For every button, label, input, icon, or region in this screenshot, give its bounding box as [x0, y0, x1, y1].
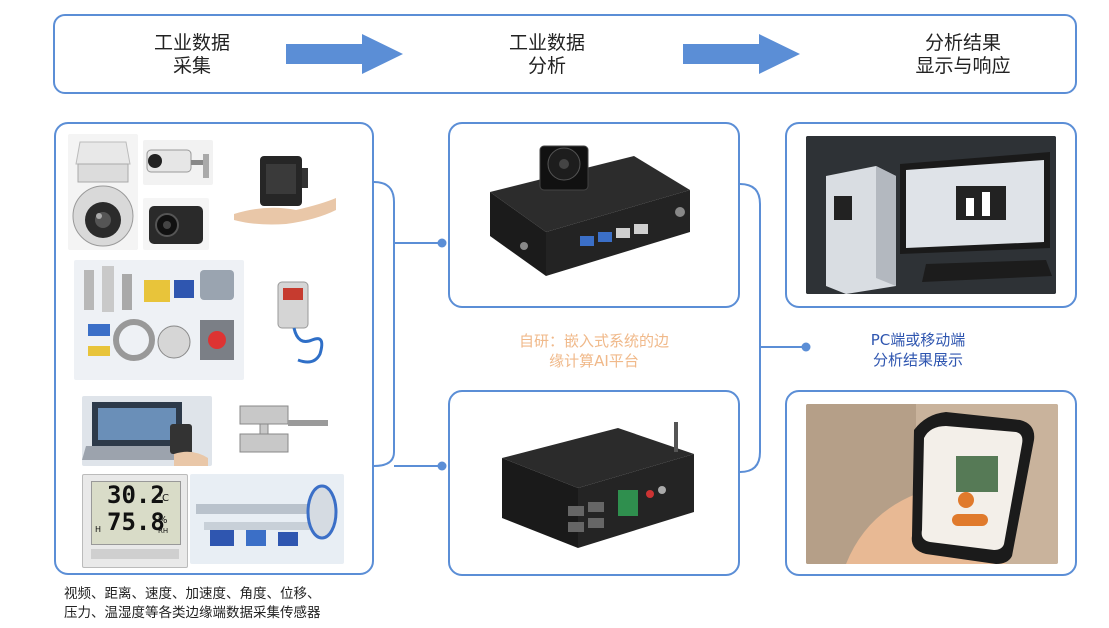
lcd-screen	[91, 481, 181, 545]
sensor-caption-line1: 视频、距离、速度、加速度、角度、位移、	[64, 586, 321, 602]
edge-ai-box-image	[484, 136, 696, 286]
sensor-caption-line2: 压力、温湿度等各类边缘端数据采集传感器	[64, 605, 321, 621]
gas-detector-image	[268, 276, 334, 368]
result-display-caption-line2: 分析结果展示	[872, 351, 963, 369]
load-cell-image	[230, 392, 336, 464]
flow-arrow-1	[286, 34, 403, 74]
edge-platform-caption-line2: 缘计算AI平台	[549, 352, 639, 370]
lcd-mark: H	[95, 525, 102, 534]
edge-platform-caption: 自研：嵌入式系统的边 缘计算AI平台	[484, 331, 704, 371]
lcd-humidity-unit: %	[158, 515, 168, 526]
dome-camera-image	[68, 134, 138, 250]
flow-step-display: 分析结果 显示与响应	[898, 32, 1028, 78]
flow-step-collect-line2: 采集	[172, 55, 211, 77]
flow-step-collect: 工业数据 采集	[132, 32, 252, 78]
proximity-sensors-image	[74, 260, 244, 380]
hand-sensor-image	[226, 140, 338, 230]
temp-humidity-display: 30.2 °C 75.8 % RH H	[82, 474, 188, 568]
lcd-temperature-unit: °C	[157, 493, 169, 504]
laptop-handheld-image	[82, 396, 212, 466]
flow-step-display-line1: 分析结果	[924, 32, 1001, 54]
lcd-humidity-sub: RH	[158, 527, 169, 535]
flow-step-analyze-line1: 工业数据	[508, 32, 585, 54]
edge-platform-caption-line1: 自研：嵌入式系统的边	[518, 332, 669, 350]
result-display-caption-line1: PC端或移动端	[870, 331, 966, 349]
lcd-humidity: 75.8	[107, 508, 165, 536]
flow-step-display-line2: 显示与响应	[915, 55, 1011, 77]
flow-step-analyze-line2: 分析	[527, 55, 566, 77]
result-display-caption: PC端或移动端 分析结果展示	[828, 330, 1008, 370]
flow-step-collect-line1: 工业数据	[153, 32, 230, 54]
lcd-temperature: 30.2	[107, 481, 165, 509]
linear-encoders-image	[190, 474, 344, 564]
mobile-phone-image	[806, 404, 1058, 564]
edge-gateway-image	[498, 418, 698, 554]
flow-step-analyze: 工业数据 分析	[487, 32, 607, 78]
display-buttons	[91, 549, 179, 559]
flow-arrow-2	[683, 34, 800, 74]
flow-banner	[53, 14, 1077, 94]
box-camera-image	[143, 198, 209, 250]
bullet-camera-image	[143, 140, 213, 185]
pc-workstation-image	[806, 136, 1056, 294]
